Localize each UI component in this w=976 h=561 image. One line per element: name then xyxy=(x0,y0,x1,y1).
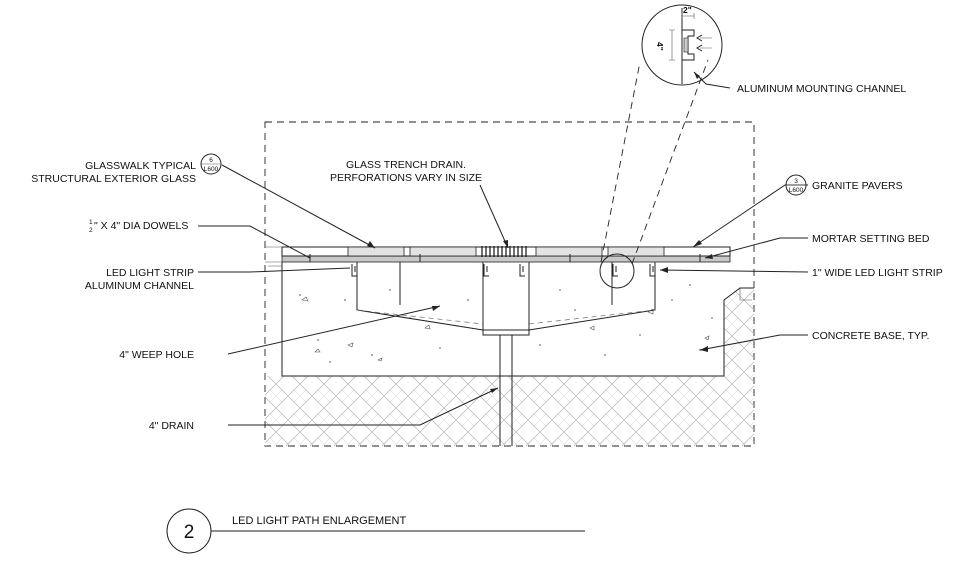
leader-arrows xyxy=(367,72,713,393)
label-glasswalk-1: GLASSWALK TYPICAL xyxy=(85,160,196,172)
projection-right xyxy=(631,59,709,265)
led-callout-circle xyxy=(599,253,635,289)
channel-walls xyxy=(399,262,613,336)
label-mortar-bed: MORTAR SETTING BED xyxy=(812,233,930,245)
led-channels xyxy=(351,264,655,277)
svg-text:" X 4" DIA DOWELS: " X 4" DIA DOWELS xyxy=(94,220,188,232)
channel-enlargement xyxy=(641,4,723,86)
label-trench-2: PERFORATIONS VARY IN SIZE xyxy=(330,172,482,184)
concrete-notch xyxy=(739,288,752,301)
svg-text:6: 6 xyxy=(209,157,213,164)
svg-text:3: 3 xyxy=(794,178,798,185)
granite-ref-bubble: 3 L600 xyxy=(785,174,807,196)
subgrade-hatch-right xyxy=(724,288,754,376)
left-edge-detail xyxy=(265,246,282,267)
subgrade-hatch xyxy=(265,376,754,446)
concrete-base-outline xyxy=(281,262,754,377)
label-led-strip-2: ALUMINUM CHANNEL xyxy=(85,280,194,292)
drain-pipe xyxy=(499,335,513,446)
label-drain: 4" DRAIN xyxy=(149,420,194,432)
label-trench-1: GLASS TRENCH DRAIN. xyxy=(346,159,466,171)
trench-slope xyxy=(356,262,656,331)
label-led-strip-1: LED LIGHT STRIP xyxy=(106,267,194,279)
trench-perforations xyxy=(481,246,527,257)
leaders xyxy=(198,71,809,426)
dim-width: 2" xyxy=(683,5,692,15)
label-led-1in: 1" WIDE LED LIGHT STRIP xyxy=(812,267,943,279)
label-dowels: 1 2 " X 4" DIA DOWELS xyxy=(89,219,188,234)
label-concrete-base: CONCRETE BASE, TYP. xyxy=(812,330,929,342)
detail-title: LED LIGHT PATH ENLARGEMENT xyxy=(232,515,406,527)
svg-text:1: 1 xyxy=(89,219,93,226)
trench-centre-dash xyxy=(356,309,656,325)
concrete-aggregate xyxy=(301,296,710,362)
svg-text:L600: L600 xyxy=(789,187,804,194)
dim-height: 4" xyxy=(655,42,665,51)
detail-number: 2 xyxy=(184,522,195,543)
label-granite-pavers: GRANITE PAVERS xyxy=(812,180,903,192)
concrete-stipple xyxy=(299,284,713,363)
glasswalk-ref-bubble: 6 L600 xyxy=(200,153,222,175)
svg-text:L600: L600 xyxy=(204,166,219,173)
label-aluminum-channel: ALUMINUM MOUNTING CHANNEL xyxy=(737,83,906,95)
projection-left xyxy=(600,61,641,263)
label-glasswalk-2: STRUCTURAL EXTERIOR GLASS xyxy=(31,173,196,185)
label-weep-hole: 4" WEEP HOLE xyxy=(119,349,194,361)
svg-text:2: 2 xyxy=(89,227,93,234)
